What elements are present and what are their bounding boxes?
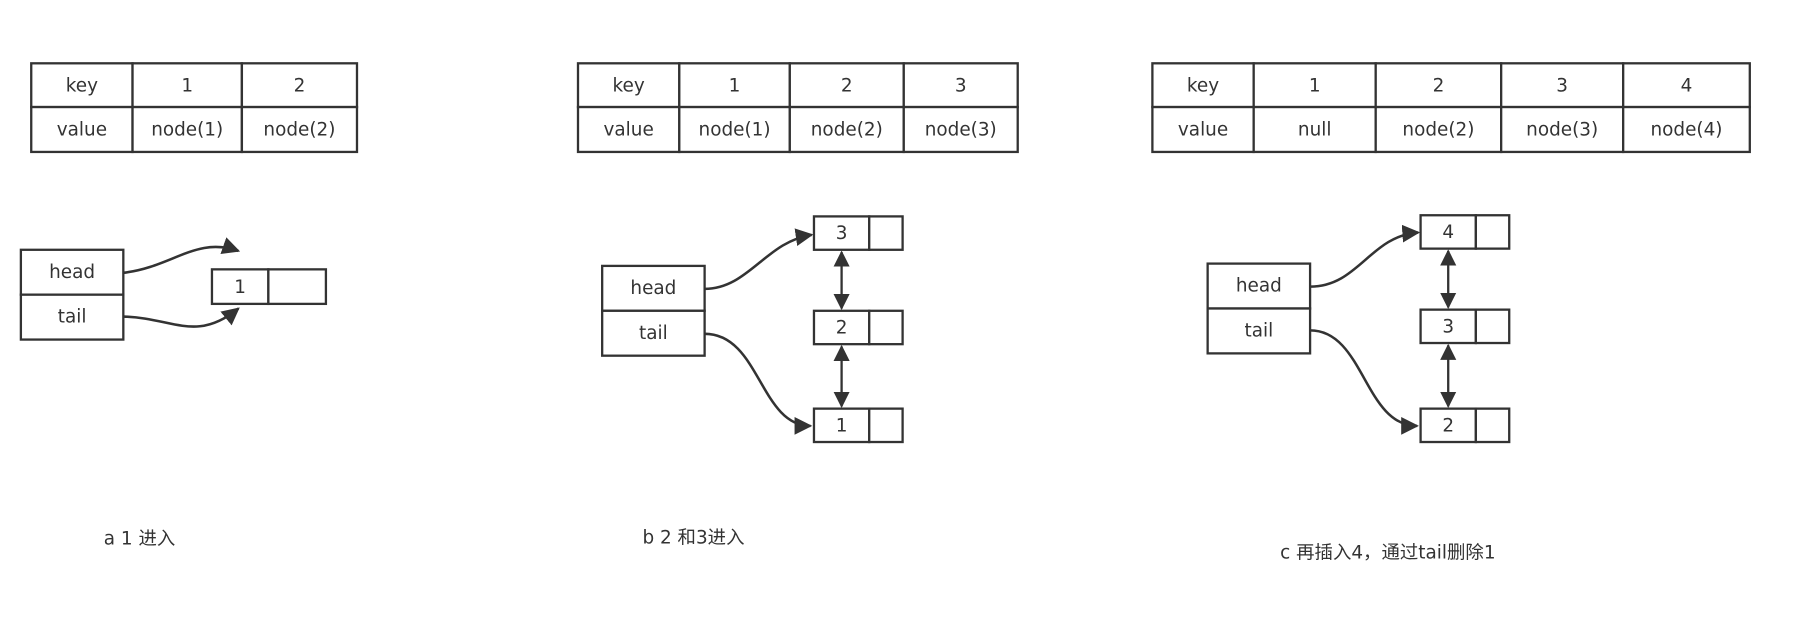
node-label: 3 (836, 223, 848, 244)
key-cell: 3 (1556, 75, 1568, 96)
table-cell (1374, 62, 1503, 109)
key-cell: 2 (294, 75, 306, 96)
table-cell (1622, 105, 1751, 154)
table-cell (576, 105, 681, 154)
node-label: 1 (836, 415, 848, 436)
key-cell: 2 (1433, 75, 1445, 96)
list-node: 4 (1419, 214, 1511, 250)
hash-table: key 1 2 3 value node(1) node(2) node(3) (576, 62, 1019, 154)
table-cell (1622, 62, 1751, 109)
panel-b: key 1 2 3 value node(1) node(2) node(3) head tail… (576, 62, 1019, 548)
tail-label: tail (58, 307, 87, 328)
head-arrow (1310, 224, 1421, 288)
list-node: 3 (812, 215, 904, 251)
node-value-cell (210, 268, 270, 306)
tail-arrow (1310, 329, 1419, 435)
node-pointer-cell (868, 309, 904, 346)
key-cell: 3 (955, 75, 967, 96)
node-pointer-cell (868, 407, 904, 444)
node-pointer-cell (868, 215, 904, 251)
node-pointer-cell (1474, 407, 1511, 444)
value-cell: node(1) (699, 120, 771, 141)
table-cell (1500, 62, 1625, 109)
value-cell: null (1298, 120, 1332, 141)
tail-arrow (704, 332, 813, 435)
key-cell: 1 (1309, 75, 1321, 96)
table-cell (902, 105, 1019, 154)
tail-label: tail (639, 323, 668, 344)
panel-caption: b 2 和3进入 (642, 527, 744, 548)
value-label: value (57, 120, 107, 141)
node-value-cell (812, 309, 871, 346)
hash-table: key 1 2 3 4 value null node(2) node(3) node(4) (1151, 62, 1751, 154)
value-cell: node(1) (151, 120, 223, 141)
node-label: 2 (1442, 415, 1454, 436)
key-label: key (66, 75, 98, 96)
list-node: 2 (812, 309, 904, 346)
node-label: 4 (1442, 222, 1454, 243)
table-cell (576, 62, 681, 109)
table-cell (131, 105, 244, 154)
head-arrow (123, 237, 241, 275)
table-cell (1374, 105, 1503, 154)
key-cell: 1 (729, 75, 741, 96)
key-cell: 1 (181, 75, 193, 96)
head-box (601, 264, 706, 312)
tail-box (601, 309, 706, 357)
table-cell (678, 62, 791, 109)
table-cell (1252, 62, 1377, 109)
value-label: value (604, 120, 654, 141)
table-cell (1252, 105, 1377, 154)
value-cell: node(2) (811, 120, 883, 141)
table-cell (240, 105, 359, 154)
node-label: 2 (836, 318, 848, 339)
node-pointer-cell (267, 268, 328, 306)
value-cell: node(2) (1402, 120, 1474, 141)
value-cell: node(2) (263, 120, 335, 141)
node-pointer-cell (1474, 214, 1511, 250)
node-label: 1 (234, 277, 246, 298)
head-tail-pointers: head tail (1206, 262, 1312, 355)
key-cell: 2 (841, 75, 853, 96)
panel-c: key 1 2 3 4 value null node(2) node(3) node(4) hea… (1151, 62, 1751, 563)
list-node: 1 (210, 268, 328, 306)
node-value-cell (1419, 407, 1477, 444)
list-node: 2 (1419, 407, 1511, 444)
value-label: value (1178, 120, 1228, 141)
value-cell: node(3) (1526, 120, 1598, 141)
panel-a: key 1 2 value node(1) node(2) head tail 1 a 1 进入 (19, 62, 359, 549)
head-tail-pointers: head tail (601, 264, 706, 357)
key-cell: 4 (1681, 75, 1693, 96)
tail-box (19, 293, 125, 341)
hash-table: key 1 2 value node(1) node(2) (30, 62, 359, 154)
table-cell (678, 105, 791, 154)
table-cell (30, 62, 134, 109)
head-tail-pointers: head tail (19, 248, 125, 341)
table-cell (1500, 105, 1625, 154)
table-cell (902, 62, 1019, 109)
node-value-cell (812, 215, 871, 251)
node-value-cell (1419, 214, 1477, 250)
table-cell (788, 105, 905, 154)
value-cell: node(4) (1650, 120, 1722, 141)
key-label: key (1187, 75, 1219, 96)
tail-label: tail (1244, 321, 1273, 342)
node-label: 3 (1442, 316, 1454, 337)
head-arrow (704, 228, 814, 291)
panel-caption: a 1 进入 (104, 528, 176, 549)
table-cell (1151, 62, 1255, 109)
panel-caption: c 再插入4，通过tail删除1 (1280, 542, 1495, 563)
list-node: 1 (812, 407, 904, 444)
head-label: head (49, 262, 95, 283)
head-label: head (630, 278, 676, 299)
list-node: 3 (1419, 308, 1511, 345)
head-label: head (1236, 276, 1282, 297)
value-cell: node(3) (925, 120, 997, 141)
tail-arrow (123, 307, 240, 328)
node-pointer-cell (1474, 308, 1511, 345)
key-label: key (613, 75, 645, 96)
